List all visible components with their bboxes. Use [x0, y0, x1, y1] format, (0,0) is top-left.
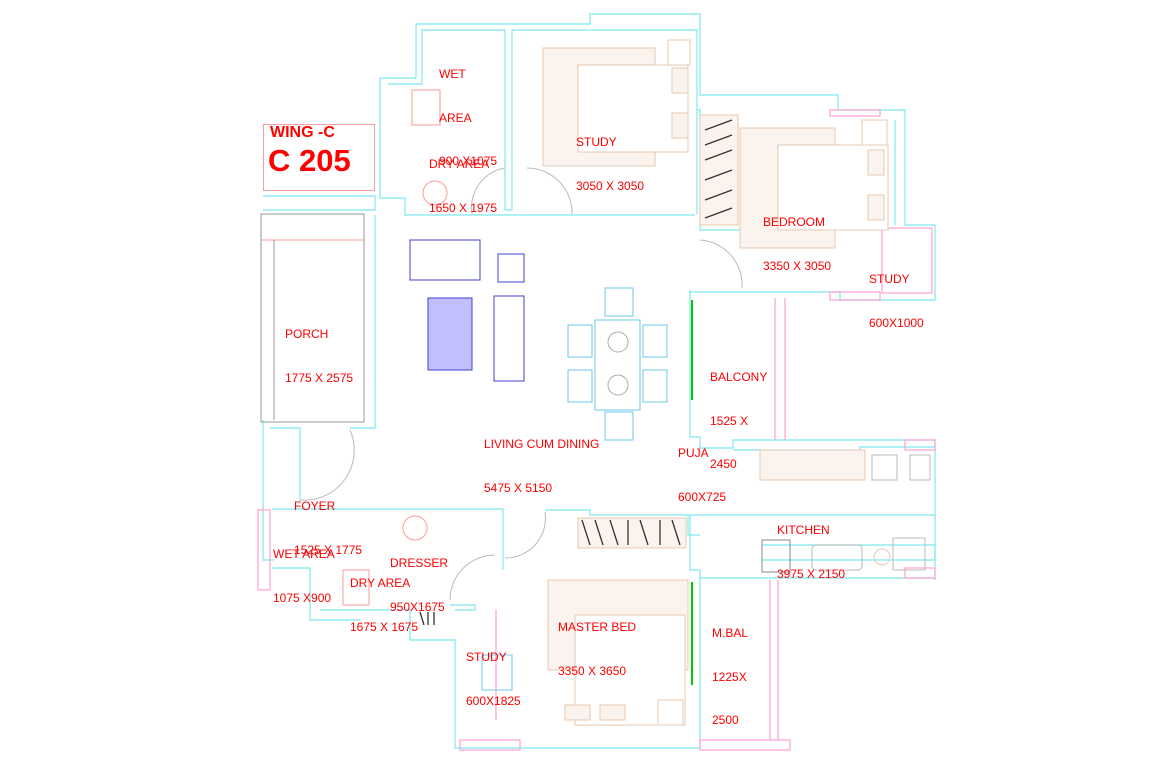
room-label-wet-area-top: WET AREA 900 X1075 [439, 38, 497, 183]
room-size: 900 X1075 [439, 154, 498, 168]
room-name: PORCH [285, 327, 329, 341]
room-label-dry-area-top: DRY AREA 1650 X 1975 [429, 128, 497, 230]
room-name: LIVING CUM DINING [484, 437, 600, 451]
door-swings [299, 39, 931, 726]
room-name: DRY AREA [350, 576, 411, 590]
room-name: STUDY [576, 135, 617, 149]
room-label-master-balcony: M.BAL 1225X 2500 [712, 597, 748, 742]
windows [257, 109, 936, 751]
room-label-foyer: FOYER 1525 X 1775 [294, 470, 362, 572]
room-label-porch: PORCH 1775 X 2575 [285, 298, 353, 400]
room-name: PUJA [678, 446, 709, 460]
room-size: 1525 X 1775 [294, 542, 363, 557]
room-name: STUDY [466, 650, 507, 664]
room-size: 2450 [710, 457, 737, 471]
room-label-study-top: STUDY 3050 X 3050 [576, 106, 644, 208]
room-name: WET AREA [273, 547, 335, 561]
wing-label: WING -C [270, 124, 335, 141]
room-label-master-bed: MASTER BED 3350 X 3650 [558, 591, 636, 693]
room-label-dry-area-bottom: DRY AREA 1675 X 1675 [350, 547, 418, 649]
room-name: WET [439, 67, 466, 81]
room-size: 3975 X 2150 [777, 566, 846, 581]
room-size: 1675 X 1675 [350, 619, 419, 634]
room-size: 600X725 [678, 489, 727, 504]
room-name: DRY AREA [429, 157, 490, 171]
room-name: STUDY [869, 272, 910, 286]
room-size: 3350 X 3050 [763, 258, 832, 273]
room-size: 1075 X900 [273, 590, 332, 605]
room-name: FOYER [294, 499, 336, 513]
unit-number: C 205 [268, 143, 351, 178]
dining-table [594, 319, 641, 411]
room-size: 600X1825 [466, 693, 521, 708]
room-label-balcony: BALCONY 1525 X 2450 [710, 341, 767, 486]
room-label-study-bottom: STUDY 600X1825 [466, 621, 521, 723]
room-label-dresser: DRESSER 950X1675 [390, 527, 448, 629]
dining-set [567, 287, 668, 441]
room-label-kitchen: KITCHEN 3975 X 2150 [777, 494, 845, 596]
rug [427, 297, 473, 371]
sofa-side [493, 295, 525, 382]
porch-outline [260, 213, 365, 423]
wardrobe-hangers [419, 119, 733, 626]
room-name: AREA [439, 110, 472, 125]
room-label-wet-area-bottom: WET AREA 1075 X900 [273, 518, 335, 620]
room-size: 3050 X 3050 [576, 178, 645, 193]
room-name: M.BAL [712, 626, 749, 640]
room-size: 3350 X 3650 [558, 663, 627, 678]
room-name: BEDROOM [763, 215, 826, 229]
room-label-bedroom: BEDROOM 3350 X 3050 [763, 186, 831, 288]
furniture-beds [542, 47, 889, 726]
living-furniture [409, 239, 525, 382]
room-size: 950X1675 [390, 599, 445, 614]
room-size: 600X1000 [869, 315, 924, 330]
room-size: 1225X [712, 669, 747, 684]
room-name: DRESSER [390, 556, 449, 570]
room-label-study-small: STUDY 600X1000 [869, 243, 924, 345]
unit-title-box [263, 124, 375, 191]
room-size: 2500 [712, 713, 739, 727]
room-name: KITCHEN [777, 523, 830, 537]
room-size: 1525 X [710, 413, 749, 428]
sofa-top [409, 239, 481, 281]
room-name: MASTER BED [558, 620, 637, 634]
room-label-puja: PUJA 600X725 [678, 417, 726, 519]
room-name: BALCONY [710, 370, 768, 384]
room-size: 1775 X 2575 [285, 370, 354, 385]
room-size: 5475 X 5150 [484, 480, 553, 495]
side-table [497, 253, 525, 283]
room-label-living: LIVING CUM DINING 5475 X 5150 [484, 408, 599, 510]
room-size: 1650 X 1975 [429, 200, 498, 215]
